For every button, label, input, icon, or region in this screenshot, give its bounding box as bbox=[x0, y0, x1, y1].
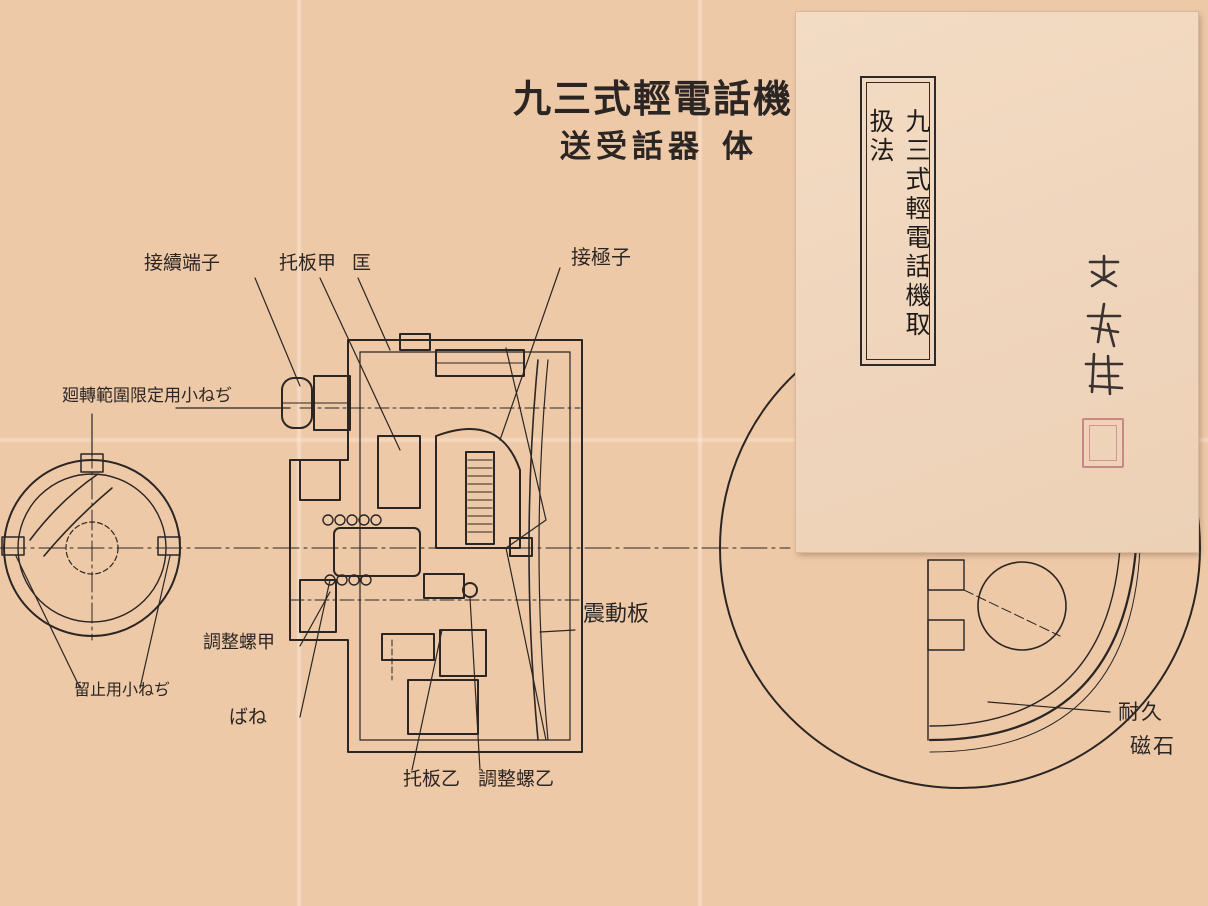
label-fixing-screw: 留止用小ねぢ bbox=[74, 680, 171, 699]
label-case: 匡 bbox=[352, 252, 372, 274]
leader-lines bbox=[15, 267, 1111, 771]
label-connection-terminal: 接續端子 bbox=[144, 252, 221, 274]
booklet-title-inner-frame bbox=[866, 82, 930, 360]
label-pole-piece: 接極子 bbox=[571, 245, 631, 269]
label-support-plate-a: 托板甲 bbox=[279, 252, 337, 274]
booklet-title: 九三式輕電話機取扱法 bbox=[866, 108, 931, 340]
label-support-plate-b: 托板乙 bbox=[403, 768, 461, 790]
author-handwriting-mark bbox=[1084, 254, 1124, 396]
fold-line bbox=[296, 0, 302, 906]
booklet-cover: 九三式輕電話機取扱法 bbox=[796, 12, 1198, 552]
diagram-subtitle: 送受話器体 bbox=[560, 132, 758, 163]
booklet-title-frame: 九三式輕電話機取扱法 bbox=[860, 76, 936, 366]
label-permanent-magnet-2: 磁石 bbox=[1130, 734, 1176, 758]
receiver-section bbox=[281, 333, 583, 753]
fold-line bbox=[697, 0, 703, 906]
label-spring: ばね bbox=[229, 706, 268, 728]
label-adjust-screw-a: 調整螺甲 bbox=[203, 632, 275, 653]
label-rotation-limit-screw: 廻轉範圍限定用小ねぢ bbox=[62, 386, 232, 406]
label-permanent-magnet-1: 耐久 bbox=[1118, 700, 1164, 724]
fold-line bbox=[0, 437, 1208, 443]
end-view bbox=[1, 447, 181, 641]
label-adjust-screw-b: 調整螺乙 bbox=[478, 768, 555, 790]
seal-stamp bbox=[1082, 418, 1124, 468]
label-diaphragm: 震動板 bbox=[583, 602, 650, 627]
subtitle-part: 体 bbox=[722, 129, 758, 165]
diagram-title: 九三式輕電話機 bbox=[513, 76, 794, 121]
subtitle-main: 送受話器 bbox=[560, 129, 704, 165]
